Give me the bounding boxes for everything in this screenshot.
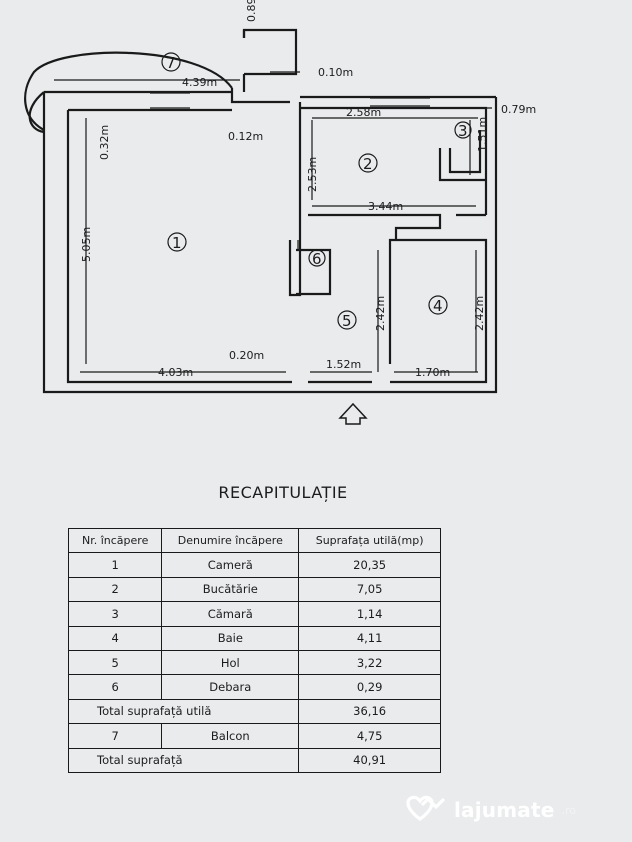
dim-152: 1.52m (326, 358, 361, 371)
dim-344: 3.44m (368, 200, 403, 213)
cell-name: Hol (161, 649, 300, 676)
header-name: Denumire încăpere (161, 527, 300, 554)
room-marker-2: 2 (358, 153, 378, 173)
cell-nr: 4 (67, 625, 163, 651)
dim-020: 0.20m (229, 349, 264, 362)
total-row: Total suprafață 40,91 (67, 747, 441, 773)
svg-text:2: 2 (363, 155, 373, 173)
svg-text:7: 7 (166, 54, 176, 72)
cell-nr: 2 (67, 576, 163, 603)
cell-name: Bucătărie (161, 576, 300, 603)
plan-dimension-lines (54, 71, 492, 373)
table-row: 6 Debara 0,29 (67, 674, 441, 700)
table-row: 1 Cameră 20,35 (67, 552, 441, 578)
recap-title: RECAPITULAȚIE (218, 483, 348, 502)
table-row: 2 Bucătărie 7,05 (67, 576, 441, 603)
cell-area: 20,35 (298, 552, 441, 578)
dim-258: 2.58m (346, 106, 381, 119)
heart-logo-icon (406, 795, 446, 821)
room-marker-5: 5 (337, 310, 357, 330)
cell-area: 0,29 (298, 674, 441, 700)
cell-nr: 5 (67, 649, 163, 676)
cell-name: Debara (161, 674, 300, 700)
dim-439: 4.39m (182, 76, 217, 89)
room-marker-3: 3 (454, 121, 472, 140)
dim-242-left: 2.42m (374, 296, 387, 331)
cell-name: Baie (161, 625, 300, 651)
room-marker-1: 1 (167, 232, 187, 252)
dimension-labels: 0.89m 0.10m 4.39m 0.32m 0.12m 2.58m 0.79… (80, 0, 536, 379)
total-util-label: Total suprafață utilă (67, 698, 300, 725)
floor-plan: 1 2 3 4 5 6 7 0.89m 0.10m 4.39m 0.32m 0.… (24, 0, 536, 394)
total-util-area: 36,16 (298, 698, 441, 725)
table-row: 7 Balcon 4,75 (67, 723, 441, 749)
cell-area: 7,05 (298, 576, 441, 603)
dim-403: 4.03m (158, 366, 193, 379)
cell-nr: 6 (67, 674, 163, 700)
svg-text:6: 6 (312, 250, 322, 268)
room-marker-6: 6 (308, 249, 326, 268)
svg-text:3: 3 (458, 122, 468, 140)
table-row: 5 Hol 3,22 (67, 649, 441, 676)
svg-text:5: 5 (342, 312, 352, 330)
header-nr: Nr. încăpere (67, 527, 163, 554)
table-row: 3 Cămară 1,14 (67, 601, 441, 627)
cell-area: 1,14 (298, 601, 441, 627)
cell-nr: 3 (67, 601, 163, 627)
cell-name: Balcon (161, 723, 300, 749)
total-label: Total suprafață (67, 747, 300, 773)
cell-nr: 1 (67, 552, 163, 578)
table-row: 4 Baie 4,11 (67, 625, 441, 651)
dim-505: 5.05m (80, 227, 93, 262)
header-area: Suprafața utilă(mp) (298, 527, 441, 554)
recap-table: Nr. încăpere Denumire încăpere Suprafața… (67, 527, 441, 773)
svg-text:1: 1 (172, 234, 182, 252)
dim-253: 2.53m (306, 157, 319, 192)
cell-area: 4,11 (298, 625, 441, 651)
total-util-row: Total suprafață utilă 36,16 (67, 698, 441, 725)
watermark: lajumate .ro (404, 794, 576, 826)
dim-170: 1.70m (415, 366, 450, 379)
dim-151: 1.51m (476, 117, 489, 152)
plan-walls (24, 28, 498, 394)
cell-name: Cămară (161, 601, 300, 627)
cell-name: Cameră (161, 552, 300, 578)
svg-text:4: 4 (433, 297, 443, 315)
table-header-row: Nr. încăpere Denumire încăpere Suprafața… (67, 527, 441, 554)
total-area: 40,91 (298, 747, 441, 773)
dim-242-right: 2.42m (473, 296, 486, 331)
dim-012: 0.12m (228, 130, 263, 143)
cell-nr: 7 (67, 723, 163, 749)
room-marker-4: 4 (428, 295, 448, 315)
watermark-brand: lajumate (454, 798, 555, 822)
cell-area: 3,22 (298, 649, 441, 676)
dim-032: 0.32m (98, 125, 111, 160)
dim-079: 0.79m (501, 103, 536, 116)
watermark-tld: .ro (561, 803, 577, 817)
dim-010: 0.10m (318, 66, 353, 79)
room-markers: 1 2 3 4 5 6 7 (161, 52, 472, 330)
dim-089: 0.89m (245, 0, 258, 22)
cell-area: 4,75 (298, 723, 441, 749)
entrance-arrow-icon (338, 402, 368, 425)
room-marker-7: 7 (161, 52, 181, 72)
